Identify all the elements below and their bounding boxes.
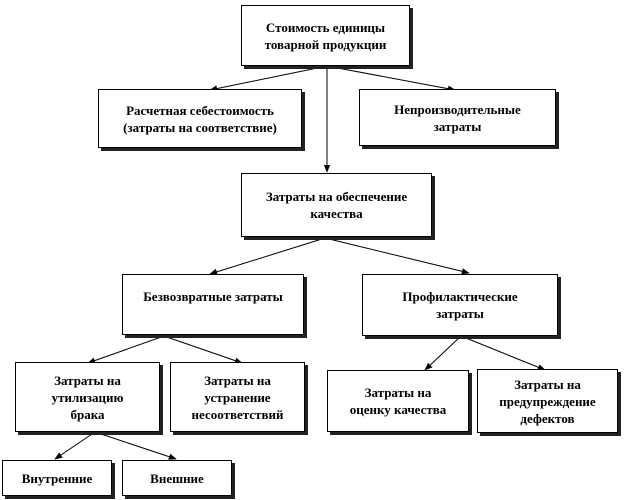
- node-quality-costs: Затраты на обеспечение качества: [241, 173, 432, 237]
- arrow-to-nonconformity-fix: [163, 335, 243, 364]
- arrow-to-preventive: [324, 237, 470, 275]
- node-irrecoverable: Безвозвратные затраты: [122, 274, 304, 335]
- node-defect-utilization: Затраты на утилизацию брака: [15, 362, 160, 432]
- node-unproductive: Непроизводительные затраты: [359, 89, 556, 146]
- node-external: Внешние: [122, 460, 232, 496]
- arrow-to-irrecoverable: [209, 237, 326, 275]
- arrow-to-external: [94, 431, 177, 460]
- node-internal: Внутренние: [2, 460, 112, 496]
- arrow-to-quality-assessment: [424, 335, 462, 371]
- arrow-to-defect-utilization: [87, 335, 165, 364]
- arrow-to-estimated-cost: [209, 65, 328, 92]
- node-unit-cost: Стоимость единицы товарной продукции: [241, 5, 410, 66]
- node-quality-assessment: Затраты на оценку качества: [327, 370, 469, 432]
- node-defect-prevention: Затраты на предупреждение дефектов: [477, 369, 618, 433]
- node-nonconformity-fix: Затраты на устранение несоответствий: [170, 362, 305, 432]
- node-estimated-cost: Расчетная себестоимость (затраты на соот…: [98, 89, 302, 148]
- node-preventive: Профилактические затраты: [362, 274, 558, 336]
- arrow-to-unproductive: [326, 65, 456, 92]
- arrow-to-defect-prevention: [460, 335, 546, 371]
- arrow-to-internal: [54, 431, 96, 460]
